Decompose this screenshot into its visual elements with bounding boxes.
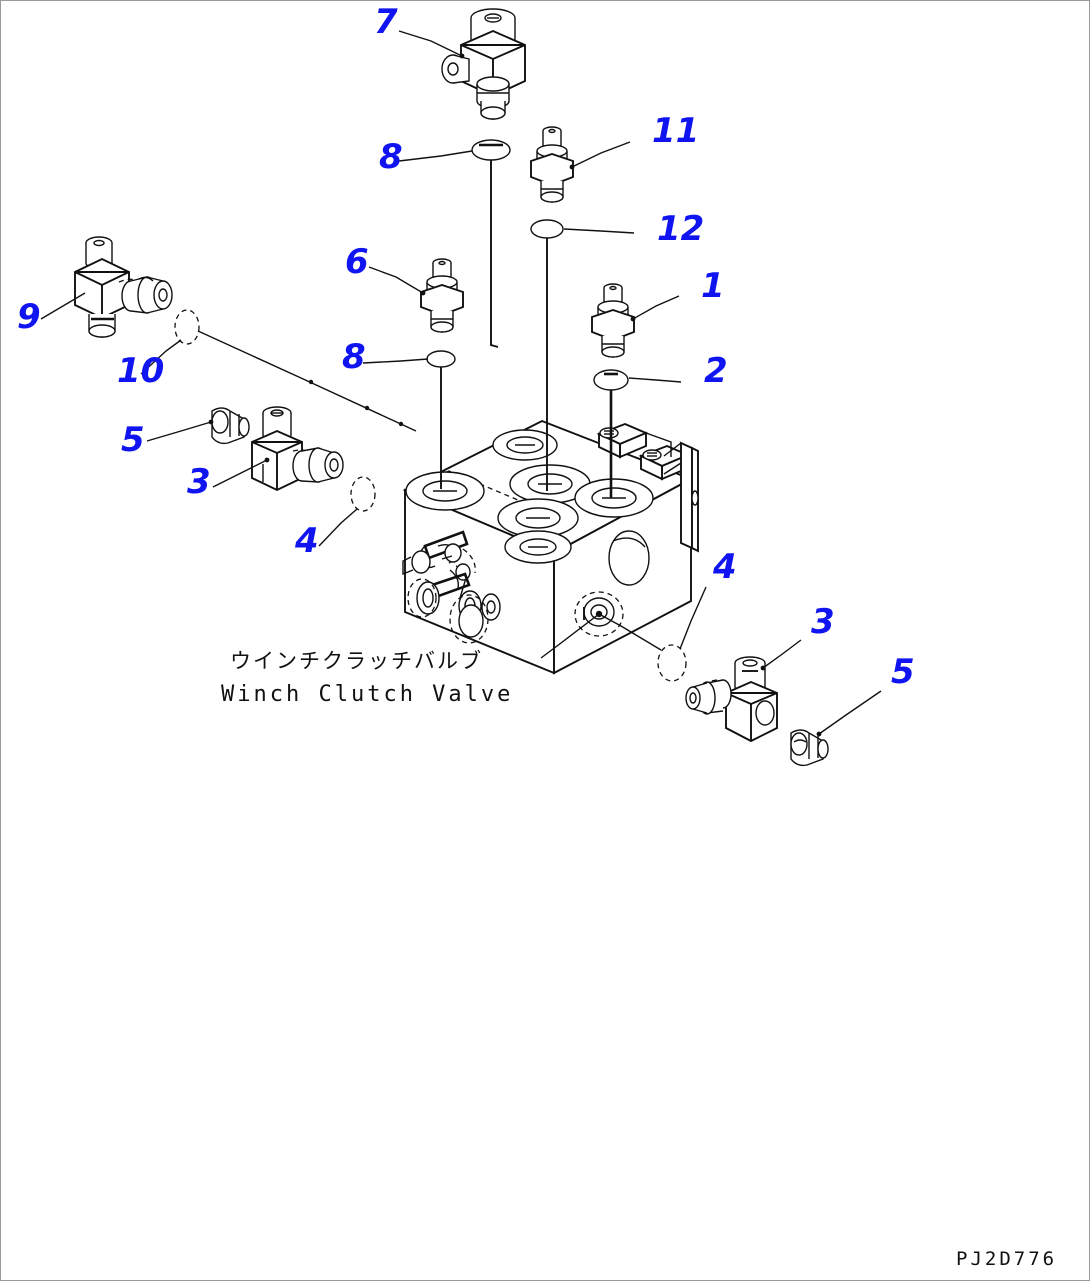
top-port-center-lower [504, 530, 572, 564]
part-6-plug [420, 258, 464, 333]
top-port-rear-center [492, 429, 558, 461]
part-12-o-ring [530, 219, 564, 491]
callout-3-left: 3 [187, 462, 211, 502]
part-2-o-ring [593, 369, 629, 498]
callout-12: 12 [657, 209, 704, 249]
part-11-plug [530, 126, 574, 203]
part-7-side-port [441, 54, 470, 84]
callout-numbers: 7 8 11 12 6 1 9 10 2 8 5 3 4 4 3 5 [17, 2, 915, 692]
callout-4-right: 4 [712, 547, 737, 587]
part-3-solenoid-valve-right [685, 656, 778, 743]
part-5-plug-right [790, 729, 829, 767]
part-8-o-ring-lower [426, 350, 456, 489]
callout-9: 9 [17, 297, 41, 337]
callout-8-upper: 8 [379, 137, 403, 177]
callout-8-lower: 8 [342, 337, 366, 377]
assembly-caption: ウインチクラッチバルブ Winch Clutch Valve [221, 649, 513, 707]
winch-clutch-valve-block [402, 419, 699, 675]
top-port-right [574, 478, 654, 518]
callout-4-left: 4 [294, 521, 319, 561]
callout-3-right: 3 [811, 602, 835, 642]
part-9-elbow-fitting [74, 236, 173, 338]
part-10-o-ring [174, 309, 200, 345]
callout-5-right: 5 [891, 652, 915, 692]
callout-2: 2 [704, 351, 728, 391]
callout-6: 6 [345, 242, 369, 282]
part-4-o-ring-right [657, 644, 687, 682]
left-face-internal-detail [402, 530, 501, 644]
part-1-plug [591, 283, 635, 358]
callout-10: 10 [117, 351, 164, 391]
part-5-plug-left [211, 407, 250, 445]
part-3-solenoid-valve-left [251, 406, 344, 492]
caption-english: Winch Clutch Valve [221, 682, 513, 707]
callout-7: 7 [374, 2, 398, 42]
right-face-boss [608, 530, 650, 586]
drawing-number: PJ2D776 [956, 1248, 1057, 1270]
part-7-relief-valve [441, 8, 526, 120]
callout-5-left: 5 [121, 420, 145, 460]
part-4-o-ring-left [350, 476, 376, 512]
leader-lines [40, 30, 882, 737]
top-port-front-left [405, 471, 485, 511]
part-8-o-ring-upper [471, 139, 511, 348]
right-side-plate [663, 441, 699, 553]
caption-japanese: ウインチクラッチバルブ [230, 649, 483, 673]
callout-1: 1 [701, 266, 725, 306]
callout-11: 11 [652, 111, 699, 151]
